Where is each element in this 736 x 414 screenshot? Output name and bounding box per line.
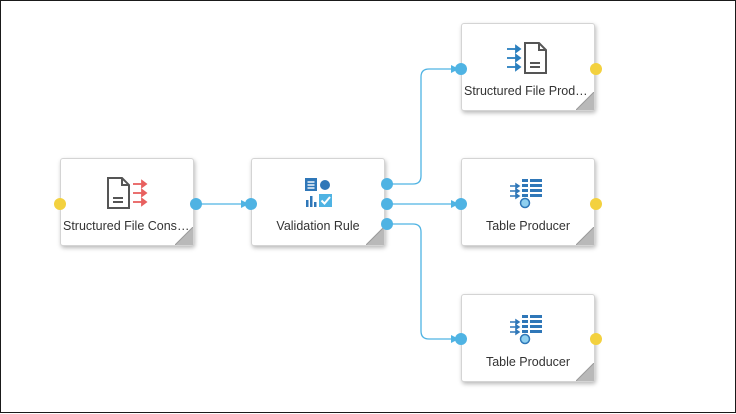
table-producer-1-input-port[interactable] (455, 198, 467, 210)
node-label: Table Producer (485, 219, 571, 233)
resize-corner-icon[interactable] (366, 227, 384, 245)
resize-corner-icon[interactable] (576, 363, 594, 381)
table-producer-2-input-port[interactable] (455, 333, 467, 345)
node-label: Validation Rule (276, 219, 360, 233)
resize-corner-icon[interactable] (576, 227, 594, 245)
file-producer-error-port[interactable] (590, 63, 602, 75)
file-producer-input-port[interactable] (455, 63, 467, 75)
validation-output-port-1[interactable] (381, 178, 393, 190)
resize-corner-icon[interactable] (576, 92, 594, 110)
link-validation-to-table-producer-2[interactable] (387, 223, 459, 343)
node-label: Table Producer (485, 355, 571, 369)
table-producer-2-error-port[interactable] (590, 333, 602, 345)
node-table-producer[interactable]: Table Producer (461, 158, 595, 246)
resize-corner-icon[interactable] (175, 227, 193, 245)
file-producer-icon (462, 41, 594, 75)
link-validation-to-file-producer[interactable] (387, 65, 459, 185)
table-producer-1-error-port[interactable] (590, 198, 602, 210)
validation-input-port[interactable] (245, 198, 257, 210)
validation-output-port-2[interactable] (381, 198, 393, 210)
consumer-output-port[interactable] (190, 198, 202, 210)
table-producer-icon (462, 176, 594, 210)
consumer-error-port[interactable] (54, 198, 66, 210)
validation-output-port-3[interactable] (381, 218, 393, 230)
validation-rule-icon (252, 176, 384, 210)
node-label: Structured File Produ... (464, 84, 592, 98)
node-table-producer[interactable]: Table Producer (461, 294, 595, 382)
node-validation-rule[interactable]: Validation Rule (251, 158, 385, 246)
file-consumer-icon (61, 176, 193, 210)
node-structured-file-producer[interactable]: Structured File Produ... (461, 23, 595, 111)
node-structured-file-consumer[interactable]: Structured File Consu... (60, 158, 194, 246)
node-label: Structured File Consu... (63, 219, 191, 233)
table-producer-icon (462, 312, 594, 346)
